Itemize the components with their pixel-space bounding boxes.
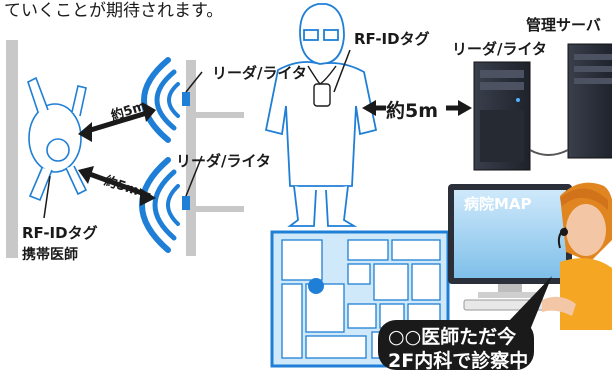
tag-pointer-left: [43, 175, 51, 219]
distance-arrow-top: [83, 109, 151, 135]
reader-writer-tower: [473, 61, 531, 171]
reader-top-pointer: [185, 71, 203, 93]
reader-bottom-pointer: [185, 155, 203, 197]
operator-woman: [542, 182, 612, 330]
reader-writer-bottom-device: [182, 196, 190, 210]
tag-label-center: RF-IDタグ: [354, 30, 430, 48]
rfid-tag-pendant: [307, 65, 337, 107]
tag-label-left: RF-IDタグ: [22, 224, 98, 242]
left-corridor-walls: [6, 40, 244, 258]
doctor-standing: [264, 3, 378, 227]
monitor-title: 病院MAP: [464, 195, 532, 213]
reader-label-right: リーダ/ライタ: [452, 40, 547, 58]
management-server-tower: [567, 43, 612, 159]
speech-bubble: [378, 320, 534, 370]
reader-writer-top-device: [182, 92, 190, 106]
monitor: [448, 184, 572, 311]
tag-pointer-center: [333, 49, 351, 93]
doctor-topview: [27, 76, 88, 202]
status-line-1: ○○医師ただ今: [388, 326, 517, 348]
reader-writer-bottom-waves: [139, 157, 180, 253]
carrying-doctor-label: 携帯医師: [22, 247, 78, 263]
reader-label-top: リーダ/ライタ: [212, 64, 307, 82]
intro-text: ていくことが期待されます。: [4, 1, 224, 21]
reader-writer-top-waves: [141, 57, 180, 143]
doctor-location-dot: [308, 278, 324, 294]
distance-arrow-bottom: [83, 169, 151, 199]
server-label: 管理サーバ: [526, 16, 601, 34]
speech-tail: [508, 276, 552, 330]
reader-label-bottom: リーダ/ライタ: [176, 152, 271, 170]
distance-label-center: 約5m: [386, 100, 439, 122]
status-line-2: 2F内科で診察中: [388, 350, 529, 371]
